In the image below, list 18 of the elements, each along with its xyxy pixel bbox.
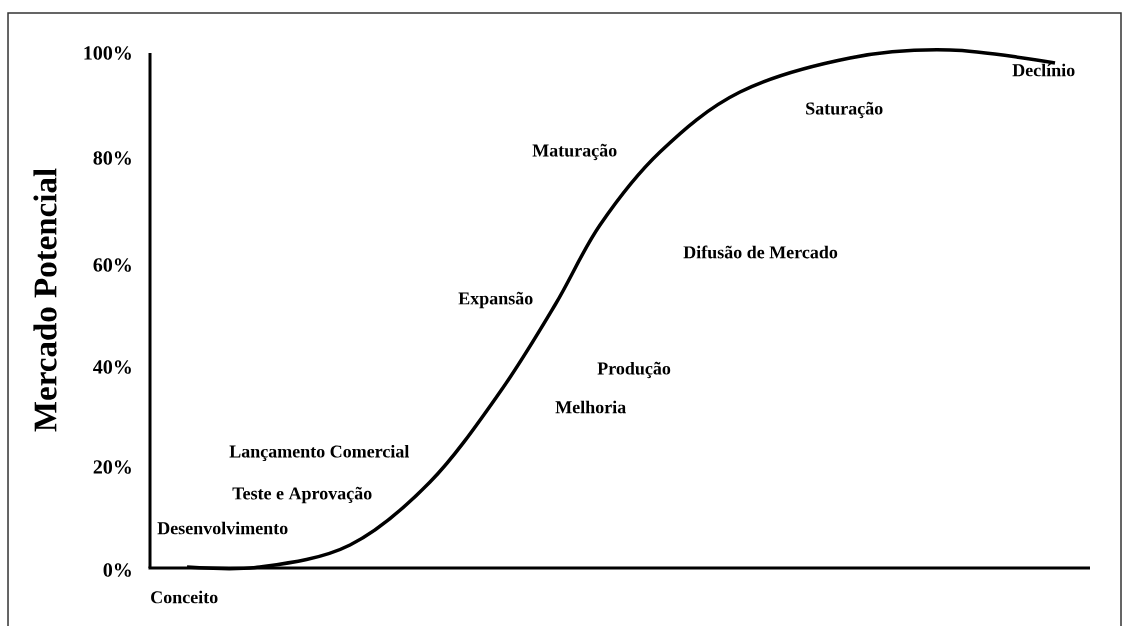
stage-label: Teste e Aprovação — [232, 486, 372, 504]
stage-label: Maturação — [532, 143, 617, 161]
stage-label: Conceito — [151, 590, 218, 604]
axis-tick-label: 60% — [93, 258, 131, 272]
stage-label: Declínio — [1012, 63, 1075, 77]
stage-label: Difusão de Mercado — [683, 245, 838, 259]
axis-tick-label: 20% — [93, 460, 131, 474]
axis-tick-label: 80% — [93, 151, 131, 165]
stage-label: Expansão — [458, 291, 533, 309]
stage-label: Desenvolvimento — [157, 521, 288, 535]
stage-label: Saturação — [806, 101, 883, 119]
axis-tick-label: 0% — [103, 563, 131, 577]
axis-tick-label: 40% — [93, 360, 131, 374]
stage-label: Produção — [597, 361, 671, 379]
stage-label: Melhoria — [555, 400, 626, 414]
axis-tick-label: 100% — [84, 46, 131, 60]
axis-title: Mercado Potencial — [33, 168, 57, 432]
stage-label: Lançamento Comercial — [229, 444, 410, 462]
